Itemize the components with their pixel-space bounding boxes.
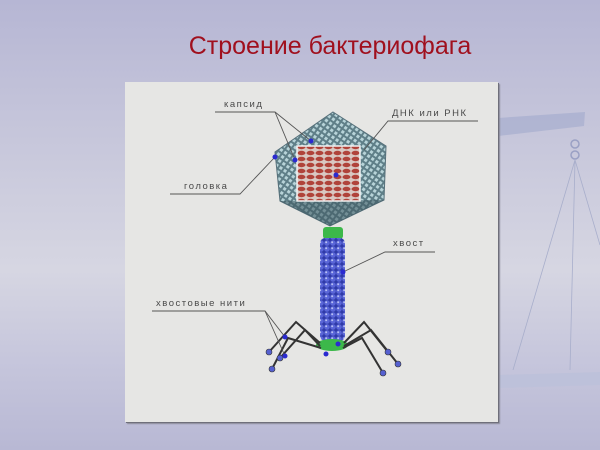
dna-core — [296, 145, 361, 202]
bacteriophage-illustration — [152, 111, 478, 377]
label-capsid: капсид — [224, 99, 264, 110]
collar — [323, 227, 343, 239]
slide-title: Строение бактериофага — [188, 32, 472, 60]
label-head: головка — [184, 181, 229, 192]
base-plate — [316, 339, 348, 351]
tail-sheath — [320, 238, 345, 341]
diagram-panel — [125, 82, 498, 422]
label-dna-rna: ДНК или РНК — [392, 108, 468, 119]
label-tail-fibers: хвостовые нити — [156, 298, 247, 309]
label-tail: хвост — [393, 238, 425, 249]
